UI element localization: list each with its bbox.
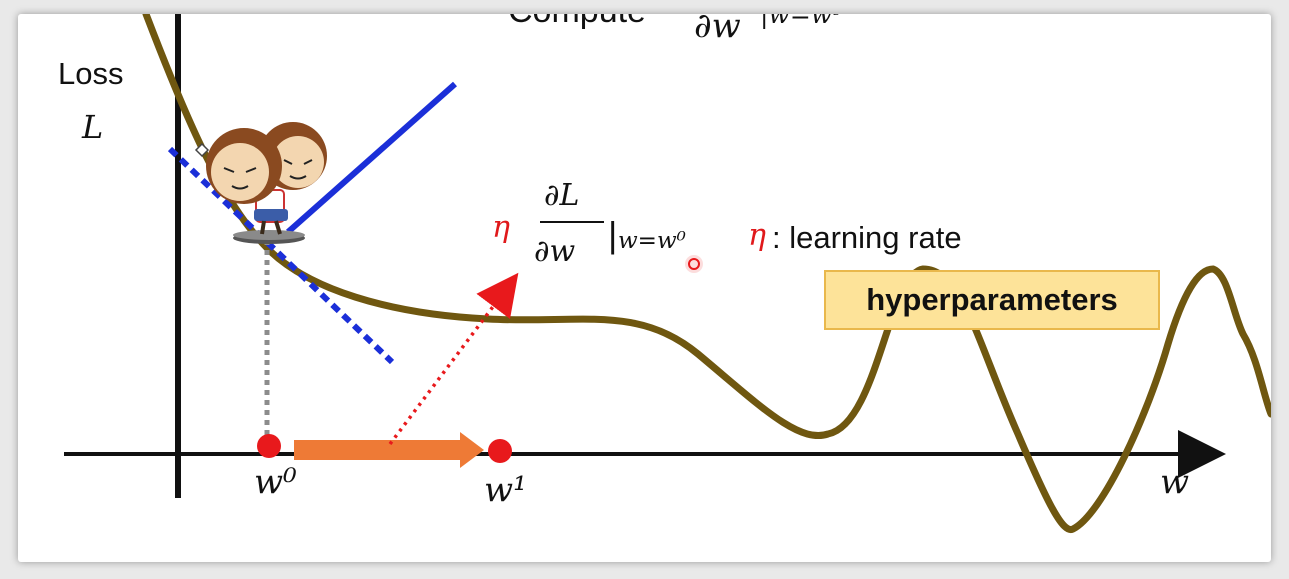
top-evaluation-subscript: |w=w⁰ xyxy=(760,14,843,29)
fraction-numerator: ∂L xyxy=(544,178,580,213)
w1-label: w¹ xyxy=(484,470,527,510)
w-axis-label: w xyxy=(1160,462,1190,502)
loss-symbol: L xyxy=(82,108,104,146)
evaluation-bar: | xyxy=(608,214,618,255)
eta-gradient-arrow xyxy=(388,272,519,446)
point-w1 xyxy=(488,439,512,463)
evaluation-subscript: w=w⁰ xyxy=(618,228,686,254)
fraction-denominator: ∂w xyxy=(534,234,576,269)
loss-axis-label: Loss xyxy=(58,56,124,91)
tangent-solid-line xyxy=(286,81,457,235)
compute-text: Compute xyxy=(508,14,646,31)
point-w0 xyxy=(257,434,281,458)
laser-pointer-icon xyxy=(685,255,703,273)
hyperparameters-box: hyperparameters xyxy=(824,270,1160,330)
learning-rate-eta: η xyxy=(748,218,766,253)
cartoon-character-icon xyxy=(194,122,327,244)
w0-label: w⁰ xyxy=(254,462,297,502)
tangent-dashed-line xyxy=(167,146,395,365)
step-arrow xyxy=(294,432,484,468)
top-derivative-denominator: ∂w xyxy=(694,14,741,46)
hyperparameters-label: hyperparameters xyxy=(866,282,1118,317)
eta-symbol: η xyxy=(492,210,510,245)
learning-rate-text: : learning rate xyxy=(772,220,962,255)
fraction-bar xyxy=(540,221,604,223)
lecture-slide: Loss L Compute ∂w |w=w⁰ w⁰ w¹ w η ∂L ∂w … xyxy=(18,14,1271,562)
